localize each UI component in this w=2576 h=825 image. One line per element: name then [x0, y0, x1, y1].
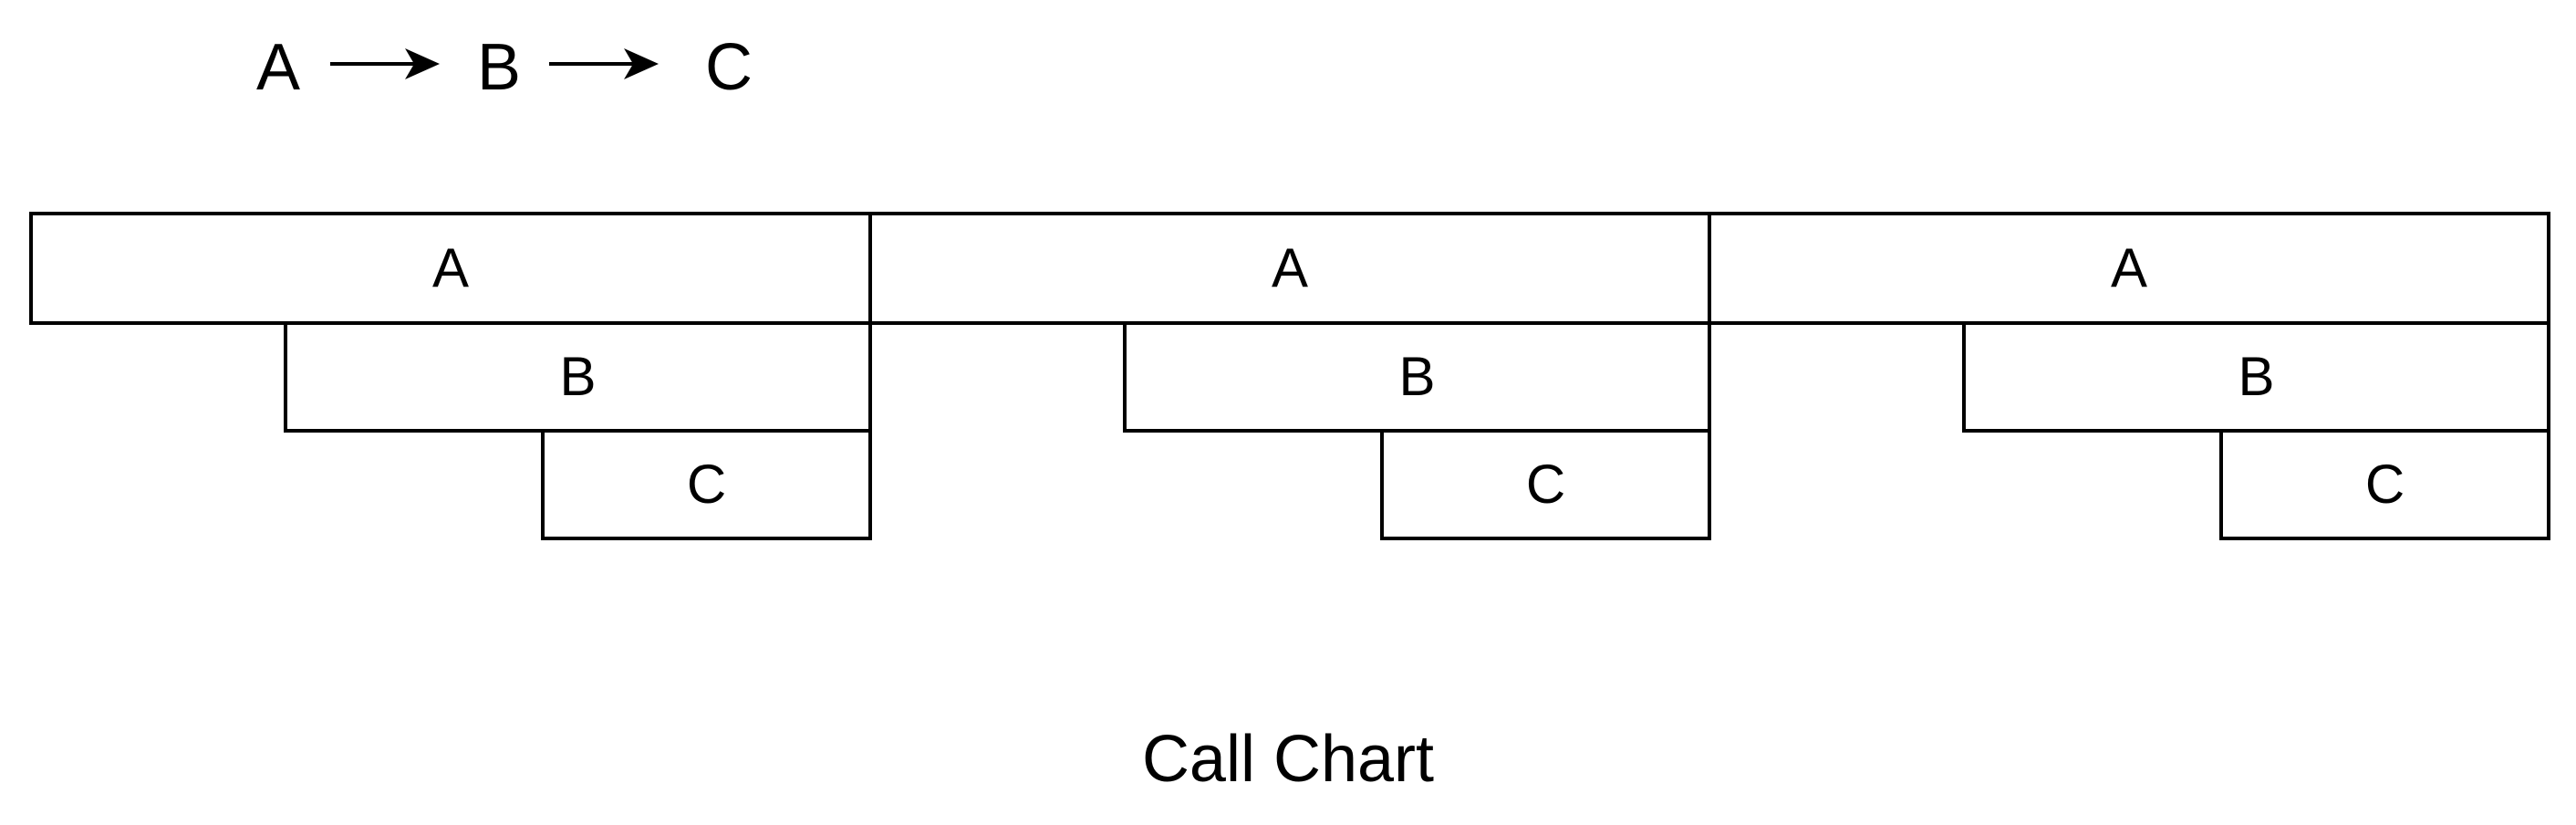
call-frame-c: C	[541, 429, 872, 540]
frame-label: C	[686, 454, 727, 515]
call-group: A B C	[1708, 0, 2550, 548]
frame-label: B	[559, 346, 597, 407]
call-frame-a: A	[1708, 212, 2550, 325]
call-frame-c: C	[2219, 429, 2550, 540]
call-frame-b: B	[284, 321, 872, 433]
formula-letter-a: A	[255, 31, 301, 104]
formula-letter-c: C	[705, 31, 753, 104]
frame-label: B	[1398, 346, 1436, 407]
arrow-right-icon	[330, 48, 440, 79]
arrow-right-icon	[549, 48, 659, 79]
frame-label: B	[2238, 346, 2275, 407]
frame-label: C	[2364, 454, 2405, 515]
formula-letter-b: B	[476, 31, 522, 104]
frame-label: A	[2110, 237, 2148, 298]
call-frame-a: A	[29, 212, 872, 325]
frame-label: A	[431, 237, 470, 298]
frame-label: A	[1271, 237, 1309, 298]
call-frame-a: A	[868, 212, 1711, 325]
frame-label: C	[1525, 454, 1566, 515]
call-group: A B C	[29, 0, 872, 548]
call-frame-b: B	[1123, 321, 1711, 433]
call-frame-b: B	[1962, 321, 2550, 433]
call-frame-c: C	[1380, 429, 1711, 540]
call-sequence-formula: A B C	[0, 0, 2576, 137]
chart-title: Call Chart	[1141, 723, 1435, 796]
call-group: A B C	[868, 0, 1711, 548]
